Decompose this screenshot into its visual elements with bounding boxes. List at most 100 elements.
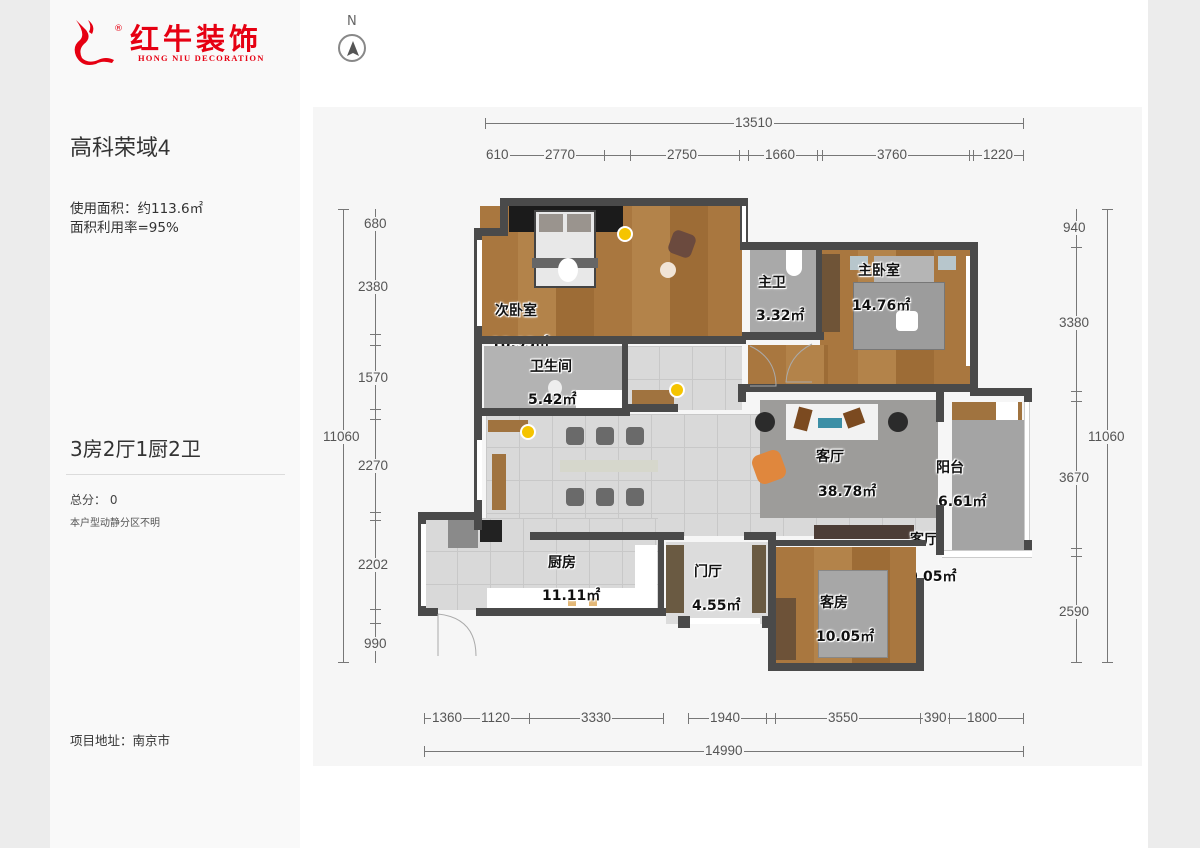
- registered-mark: ®: [114, 24, 123, 34]
- dim-tick: [969, 150, 970, 161]
- nightstand: [938, 256, 956, 270]
- dim-bottom-total: 14990: [704, 743, 744, 758]
- tv-cabinet: [814, 525, 914, 539]
- window: [742, 206, 746, 242]
- dim-tick: [1071, 556, 1082, 557]
- dining-chair: [626, 427, 644, 445]
- toilet: [548, 380, 562, 396]
- wall: [916, 578, 924, 670]
- room-master-bath[interactable]: [750, 250, 818, 332]
- pillow: [539, 214, 563, 232]
- wall: [742, 332, 824, 340]
- dim-tick: [1071, 548, 1082, 549]
- side-table: [755, 412, 775, 432]
- dining-chair: [596, 488, 614, 506]
- room-area: 11.11㎡: [542, 588, 601, 604]
- wall: [738, 384, 972, 392]
- compass-ring: [338, 34, 366, 62]
- balcony-window: [942, 550, 1032, 558]
- room-area: 4.55㎡: [692, 598, 741, 614]
- dining-chair: [596, 427, 614, 445]
- dim-bottom-seg: 3330: [580, 710, 613, 725]
- room-label: 厨房: [548, 555, 576, 571]
- room-balcony[interactable]: [952, 420, 1024, 550]
- vanity: [576, 390, 622, 408]
- zone-note: 本户型动静分区不明: [70, 518, 160, 529]
- area-info: 使用面积：约113.6㎡ 面积利用率=95%: [70, 200, 203, 238]
- room-area: 14.76㎡: [852, 298, 911, 314]
- room-label: 次卧室: [495, 303, 537, 319]
- dim-tick: [370, 419, 381, 420]
- cabinet: [488, 420, 528, 432]
- dim-top-seg: 1220: [982, 147, 1015, 162]
- wall: [1024, 388, 1032, 402]
- wall: [1024, 540, 1032, 556]
- dim-top-seg: 610: [485, 147, 510, 162]
- compass: N: [337, 14, 369, 66]
- dim-tick: [485, 118, 486, 129]
- door-swing-icon: [785, 343, 813, 383]
- dining-chair: [566, 427, 584, 445]
- dim-tick: [604, 150, 605, 161]
- dim-left-seg: 2380: [357, 279, 390, 294]
- dim-tick: [949, 713, 950, 724]
- dim-bottom-seg: 1800: [966, 710, 999, 725]
- headboard: [874, 256, 934, 282]
- dim-tick: [338, 662, 349, 663]
- room-label: 客厅: [816, 449, 844, 465]
- dim-left-total: 11060: [322, 429, 361, 444]
- dim-tick: [370, 409, 381, 410]
- dim-tick: [1071, 391, 1082, 392]
- dim-bottom-seg: 1120: [480, 710, 512, 725]
- dim-top-seg: 2770: [544, 147, 577, 162]
- wall: [476, 608, 666, 616]
- wall: [936, 392, 944, 422]
- dim-line-bottom-segments: [424, 718, 664, 719]
- dim-top-total: 13510: [734, 115, 774, 130]
- wall: [816, 242, 822, 332]
- shoe-cabinet: [752, 545, 766, 613]
- window: [1024, 394, 1030, 554]
- entry-door[interactable]: [690, 618, 760, 624]
- dim-tick: [1102, 209, 1113, 210]
- room-label: 卫生间: [530, 359, 572, 375]
- hotspot-marker[interactable]: [669, 382, 685, 398]
- usable-area: 使用面积：约113.6㎡: [70, 201, 204, 217]
- dim-tick: [370, 345, 381, 346]
- room-label: 客房: [820, 595, 848, 611]
- project-address: 项目地址：南京市: [70, 733, 171, 748]
- side-table: [888, 412, 908, 432]
- dim-bottom-seg: 390: [923, 710, 948, 725]
- nightstand: [850, 256, 868, 270]
- appliance: [480, 520, 502, 542]
- bed: [818, 570, 888, 658]
- dim-left-seg: 680: [363, 216, 388, 231]
- shoe-cabinet: [666, 545, 684, 613]
- dim-right-seg: 3380: [1058, 315, 1091, 330]
- layout-summary: 3房2厅1厨2卫: [70, 437, 201, 461]
- wall: [418, 512, 480, 520]
- window: [477, 440, 482, 500]
- wardrobe: [822, 254, 840, 332]
- brand-logo: ® 红牛装饰 HONG NIU DECORATION: [72, 12, 292, 70]
- hotspot-marker[interactable]: [520, 424, 536, 440]
- wall: [678, 616, 690, 628]
- dim-line-top-segments: [485, 155, 1024, 156]
- dim-tick: [766, 713, 767, 724]
- room-area: 38.78㎡: [818, 484, 877, 500]
- dim-tick: [973, 150, 974, 161]
- wall: [622, 342, 628, 412]
- dim-tick: [370, 334, 381, 335]
- cushion: [818, 418, 842, 428]
- dim-tick: [370, 609, 381, 610]
- dim-left-seg: 1570: [357, 370, 390, 385]
- wall: [768, 663, 924, 671]
- dim-tick: [630, 150, 631, 161]
- hotspot-marker[interactable]: [617, 226, 633, 242]
- dim-left-seg: 990: [363, 636, 388, 651]
- toilet: [786, 250, 802, 276]
- dim-tick: [370, 623, 381, 624]
- dim-line-left-segments: [375, 209, 376, 663]
- room-label: 门厅: [694, 564, 722, 580]
- dim-right-seg: 3670: [1058, 470, 1091, 485]
